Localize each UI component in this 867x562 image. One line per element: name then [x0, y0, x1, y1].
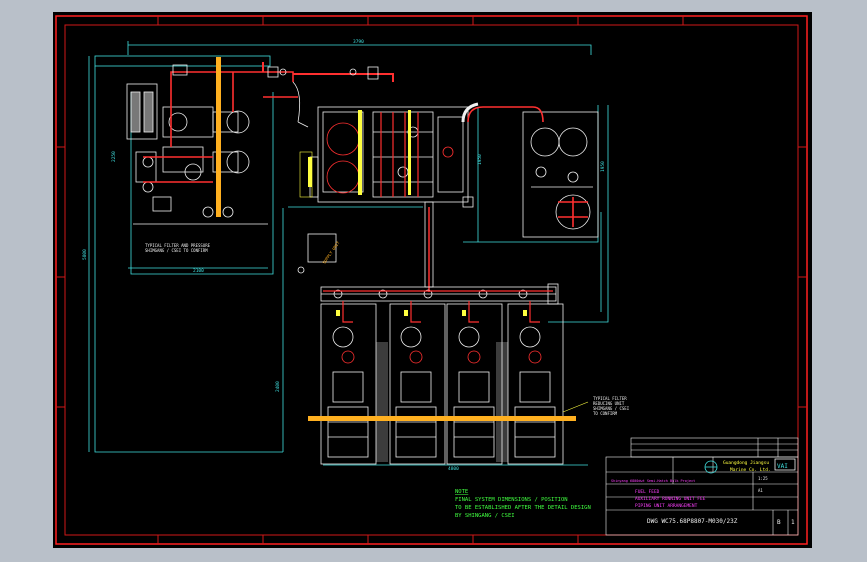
left-yellow-pipe: [216, 57, 221, 217]
module-red-pipes: [342, 301, 540, 323]
supply-tag-label: SUPPLY UNIT: [321, 240, 341, 265]
middle-heater-unit: [309, 106, 474, 208]
dim-top-overall: 3790: [353, 39, 364, 45]
dim-mid-height: 1950: [477, 154, 483, 165]
dim-right-height: 1950: [600, 161, 606, 172]
left-unit-pipes: [143, 71, 298, 183]
right-elbow: [461, 102, 479, 123]
middle-unit-red: [380, 112, 419, 197]
dim-bottom-overall: 4800: [448, 466, 459, 472]
drawing-number: DWG WC75.68P8807-M030/23Z: [647, 518, 738, 525]
right-callout-leader: [562, 401, 589, 413]
middle-unit-yellow: [308, 110, 411, 195]
sheet-number: 1: [791, 519, 795, 526]
left-pump-unit: [126, 83, 268, 225]
note-line-3: BY SHINGANG / CSEI: [455, 513, 515, 519]
dim-lower-height: 2400: [275, 381, 281, 392]
drawing-title-3: PIPING UNIT ARRANGEMENT: [635, 503, 698, 509]
note-line-1: FINAL SYSTEM DIMENSIONS / POSITION: [455, 497, 568, 503]
inner-border: [64, 24, 799, 536]
project-name: Shinyang 6800dwt Semi-Hatch Bulk Project: [611, 479, 695, 483]
dim-left-unit: 2250: [111, 151, 117, 162]
scale: 1:25: [758, 476, 768, 481]
vai-logo-box: [774, 458, 796, 471]
supply-tag: [297, 233, 337, 274]
company-line-2: Marine Co. Ltd.: [730, 467, 771, 473]
lower-yellow-markers: [336, 310, 527, 316]
top-fittings: [172, 64, 379, 128]
manifold: [320, 283, 559, 305]
title-logo: [704, 460, 718, 474]
note-line-2: TO BE ESTABLISHED AFTER THE DETAIL DESIG…: [455, 505, 591, 511]
dim-left-height: 5800: [82, 249, 88, 260]
lower-yellow-pipe: [308, 416, 576, 421]
middle-highlight-box: [299, 151, 313, 198]
border-ticks: [56, 16, 807, 544]
top-pipe: [262, 62, 394, 82]
note-heading: NOTE: [455, 489, 468, 495]
revision: B: [777, 519, 781, 526]
dim-left-tank: 2100: [193, 268, 204, 274]
right-unit: [522, 111, 599, 238]
format: A1: [758, 488, 763, 493]
company-line-1: Guangdong Jiangsu: [723, 460, 769, 466]
drawing-sheet: 3790 5800 2250 2100 1950 1950 2400 4800: [53, 12, 812, 548]
pump-module-3: [446, 303, 503, 465]
vai-logo: VAI: [777, 463, 788, 470]
cad-drawing: 3790 5800 2250 2100 1950 1950 2400 4800: [55, 15, 808, 545]
title-block: [605, 437, 799, 536]
pump-module-1: [320, 303, 377, 465]
right-unit-pipes: [467, 106, 588, 227]
drawing-title-1: FUEL FEED: [635, 489, 660, 495]
dimension-lines: [88, 41, 609, 466]
outer-border: [55, 15, 808, 545]
dimension-texts: 3790 5800 2250 2100 1950 1950 2400 4800: [82, 39, 606, 472]
drawing-title-2: AUXILIARY RUNNING UNIT FEE: [635, 496, 706, 502]
pump-module-4: [507, 303, 564, 465]
pump-module-2: [389, 303, 446, 465]
module-hatch: [376, 342, 508, 462]
